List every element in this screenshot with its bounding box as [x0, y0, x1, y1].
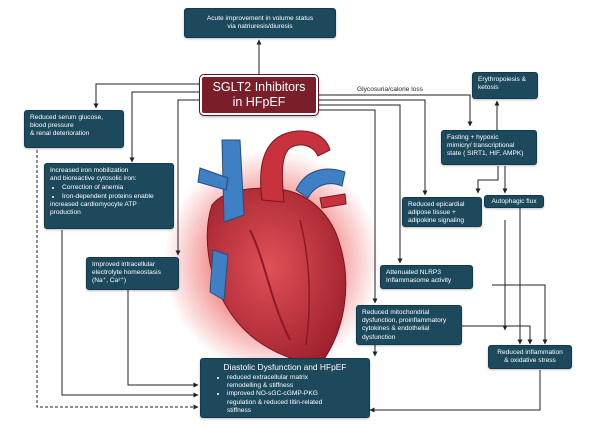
- pulmonary-artery: [295, 168, 346, 199]
- arrow-iron-to-diastolic: [61, 230, 199, 398]
- nlrp3-line1: Attenuated NLRP3: [386, 269, 441, 276]
- electrolyte-line2: electrolyte homeostasis: [92, 269, 161, 277]
- heart-vein: [249, 229, 291, 341]
- iron-line4: production: [50, 209, 81, 217]
- diastolic-bullet2-cont2: stiffness: [227, 406, 252, 414]
- iron-box: Increased iron mobilization and bioreact…: [44, 163, 174, 229]
- fasting-line2: mimicry/ transcriptional: [447, 142, 515, 150]
- arrow-electrolyte-to-diastolic: [127, 290, 199, 388]
- electrolyte-line1: Improved intracellular: [92, 261, 156, 268]
- diastolic-bullets: reduced extracellular matrix remodelling…: [207, 374, 363, 407]
- nlrp3-line2: Inflammasome activity: [386, 277, 452, 285]
- electrolyte-line3: (Na⁺, Ca²⁺): [92, 277, 127, 285]
- inferior-vena-cava: [209, 249, 229, 301]
- pulmonary-artery-left: [197, 167, 229, 191]
- heart-vein: [299, 219, 311, 346]
- serum-line3: & renal deterioration: [30, 130, 90, 138]
- diastolic-bullet1: reduced extracellular matrix remodelling…: [227, 374, 363, 390]
- erythro-line1: Erythropoiesis &: [478, 76, 527, 83]
- arrow-inflammation-to-diastolic: [369, 370, 541, 413]
- arrow-to-electrolyte: [175, 99, 200, 256]
- aorta: [260, 130, 331, 203]
- arrow-serum-to-diastolic-dashed: [36, 150, 199, 410]
- arrow-to-mito: [318, 109, 378, 304]
- diastolic-bullet1-cont: remodelling & stiffness: [227, 382, 294, 390]
- arrow-fasting-to-epicardial: [475, 166, 499, 194]
- diastolic-bullet1-text: reduced extracellular matrix: [227, 374, 308, 381]
- diastolic-bullet2: improved NO-sGC-cGMP-PKG regulation & re…: [227, 390, 363, 406]
- autophagic-text: Autophagic flux: [491, 198, 537, 205]
- arrow-to-serum: [93, 83, 200, 109]
- diastolic-bullet2-cont: regulation & reduced titin-related: [227, 398, 323, 406]
- mito-line4: dysfunction: [362, 333, 396, 341]
- erythro-box: Erythropoiesis & ketosis: [472, 72, 538, 99]
- pulmonary-vein: [319, 193, 347, 209]
- mito-line1: Reduced mitochondrial: [362, 309, 430, 316]
- iron-line3: increased cardiomyocyte ATP: [50, 200, 137, 208]
- mito-line3: cytokines & endothelial: [362, 325, 430, 333]
- serum-line1: Reduced serum glucose,: [30, 114, 103, 121]
- heart-body: [206, 187, 347, 363]
- volume-line2: via natriuresis/diuresis: [227, 23, 293, 31]
- fasting-box: Fasting + hypoxic mimicry/ transcription…: [441, 130, 537, 165]
- iron-line2: and bioreactive cytosolic iron:: [50, 175, 137, 183]
- arrow-glycosuria: [318, 94, 473, 127]
- fasting-line3: state ( SIRT1, HIF, AMPK): [447, 150, 524, 158]
- epicardial-box: Reduced epicardial adipose tissue + adip…: [402, 197, 482, 227]
- serum-line2: blood pressure: [30, 122, 74, 130]
- mito-box: Reduced mitochondrial dysfunction, proin…: [356, 305, 462, 345]
- diastolic-box: Diastolic Dysfunction and HFpEF reduced …: [200, 358, 370, 418]
- iron-line1: Increased iron mobilization: [50, 167, 129, 174]
- inflammation-line2: & oxidative stress: [504, 357, 556, 365]
- nlrp3-box: Attenuated NLRP3 Inflammasome activity: [380, 265, 473, 289]
- volume-line1: Acute improvement in volume status: [206, 15, 314, 22]
- autophagic-box: Autophagic flux: [484, 195, 544, 208]
- title-line2: in HFpEF: [232, 95, 286, 109]
- superior-vena-cava: [221, 139, 245, 223]
- iron-bullet1: Correction of anemia: [62, 184, 168, 192]
- glycosuria-label: Glycosuria/calorie loss: [357, 86, 423, 93]
- iron-bullet2: Iron-dependent proteins enable: [62, 193, 168, 201]
- epicardial-line2: adipose tissue +: [408, 209, 456, 217]
- inflammation-box: Reduced inflammation & oxidative stress: [488, 345, 572, 369]
- diastolic-title: Diastolic Dysfunction and HFpEF: [223, 362, 347, 372]
- electrolyte-box: Improved intracellular electrolyte homeo…: [86, 257, 179, 290]
- diastolic-bullet2-text: improved NO-sGC-cGMP-PKG: [227, 390, 318, 398]
- fasting-line1: Fasting + hypoxic: [447, 134, 499, 141]
- serum-box: Reduced serum glucose, blood pressure & …: [24, 110, 124, 148]
- erythro-line2: ketosis: [478, 84, 499, 92]
- inflammation-line1: Reduced inflammation: [497, 349, 563, 356]
- arrow-nlrp3-to-inflammation: [492, 284, 548, 345]
- arrow-to-iron: [129, 91, 200, 163]
- arrow-mito-to-inflammation: [462, 325, 533, 345]
- epicardial-line1: Reduced epicardial: [408, 201, 465, 208]
- arrow-to-epicardial: [318, 99, 428, 196]
- title-box: SGLT2 Inhibitors in HFpEF: [200, 75, 318, 115]
- epicardial-line3: adipokine signaling: [408, 217, 465, 225]
- volume-box: Acute improvement in volume status via n…: [184, 8, 336, 38]
- title-line1: SGLT2 Inhibitors: [212, 80, 306, 94]
- iron-bullets: Correction of anemia Iron-dependent prot…: [50, 184, 168, 200]
- mito-line2: dysfunction, proinflammatory: [362, 317, 447, 325]
- arrow-to-nlrp3: [318, 104, 403, 264]
